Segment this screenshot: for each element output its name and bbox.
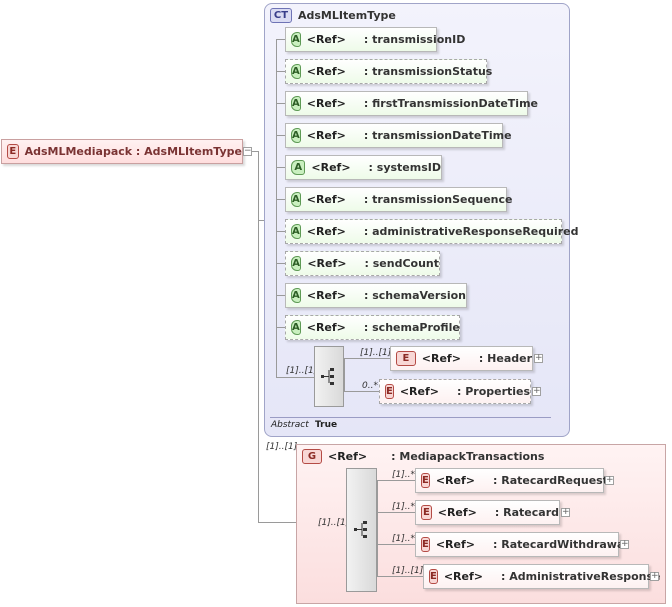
ref-label: <Ref> bbox=[306, 225, 346, 238]
child-cardinality: [1]..* bbox=[392, 470, 415, 480]
element-properties[interactable]: E <Ref> : Properties bbox=[379, 379, 531, 404]
attribute-7[interactable]: A <Ref> : sendCount bbox=[285, 251, 440, 276]
attribute-icon: A bbox=[291, 128, 301, 143]
ref-label: <Ref> bbox=[437, 506, 477, 519]
attribute-icon: A bbox=[291, 64, 301, 79]
attribute-0[interactable]: A <Ref> : transmissionID bbox=[285, 27, 465, 52]
ref-label: <Ref> bbox=[306, 321, 346, 334]
sequence-icon bbox=[354, 521, 367, 538]
expand-icon[interactable]: + bbox=[561, 507, 570, 517]
properties-divider bbox=[270, 417, 551, 418]
attribute-2[interactable]: A <Ref> : firstTransmissionDateTime bbox=[285, 91, 538, 116]
element-icon: E bbox=[421, 505, 432, 520]
attribute-6[interactable]: A <Ref> : administrativeResponseRequired bbox=[285, 219, 579, 244]
element-name: : Properties bbox=[457, 385, 531, 398]
child-cardinality: [1]..* bbox=[392, 502, 415, 512]
attribute-icon: A bbox=[291, 224, 301, 239]
attribute-name: : schemaVersion bbox=[364, 289, 466, 302]
element-icon: E bbox=[421, 537, 430, 552]
group-sequence-compositor[interactable] bbox=[346, 468, 377, 592]
ref-label: <Ref> bbox=[421, 352, 461, 365]
ref-label: <Ref> bbox=[443, 570, 483, 583]
attribute-icon: A bbox=[291, 320, 301, 335]
group-element-1[interactable]: E <Ref> : Ratecard bbox=[415, 500, 560, 525]
element-name: : Ratecard bbox=[494, 506, 559, 519]
element-name: : RatecardWithdrawal bbox=[493, 538, 629, 551]
ref-label: <Ref> bbox=[328, 450, 368, 463]
properties-cardinality: 0..* bbox=[362, 381, 378, 391]
expand-icon[interactable]: + bbox=[605, 475, 614, 485]
ref-label: <Ref> bbox=[311, 161, 351, 174]
header-cardinality: [1]..[1] bbox=[360, 348, 392, 358]
collapse-icon[interactable]: − bbox=[243, 146, 252, 156]
ref-label: <Ref> bbox=[306, 289, 347, 302]
abstract-value: True bbox=[315, 420, 338, 430]
element-icon: E bbox=[429, 569, 438, 584]
child-cardinality: [1]..* bbox=[392, 534, 415, 544]
attribute-5[interactable]: A <Ref> : transmissionSequence bbox=[285, 187, 512, 212]
attribute-name: : transmissionID bbox=[363, 33, 466, 46]
sequence-compositor[interactable] bbox=[314, 346, 344, 407]
ref-label: <Ref> bbox=[435, 474, 475, 487]
ref-label: <Ref> bbox=[306, 193, 346, 206]
group-sequence-cardinality: [1]..[1] bbox=[318, 518, 350, 528]
attribute-icon: A bbox=[291, 288, 301, 303]
attribute-1[interactable]: A <Ref> : transmissionStatus bbox=[285, 59, 492, 84]
element-icon: E bbox=[7, 144, 19, 159]
attribute-name: : administrativeResponseRequired bbox=[363, 225, 579, 238]
attribute-4[interactable]: A <Ref> : systemsID bbox=[285, 155, 442, 180]
element-header[interactable]: E <Ref> : Header bbox=[390, 346, 533, 371]
attribute-name: : transmissionDateTime bbox=[363, 129, 512, 142]
group-element-2[interactable]: E <Ref> : RatecardWithdrawal bbox=[415, 532, 628, 557]
attribute-name: : schemaProfile bbox=[363, 321, 460, 334]
expand-icon[interactable]: + bbox=[650, 571, 659, 581]
ref-label: <Ref> bbox=[306, 65, 346, 78]
sequence-cardinality: [1]..[1] bbox=[286, 366, 318, 376]
ref-label: <Ref> bbox=[306, 33, 346, 46]
child-cardinality: [1]..[1] bbox=[392, 566, 424, 576]
complex-type-title: AdsMLItemType bbox=[298, 9, 396, 22]
attribute-8[interactable]: A <Ref> : schemaVersion bbox=[285, 283, 467, 308]
expand-icon[interactable]: + bbox=[534, 353, 543, 363]
sequence-icon bbox=[321, 368, 334, 385]
element-name: : AdministrativeResponse bbox=[501, 570, 661, 583]
attribute-icon: A bbox=[291, 160, 306, 175]
attribute-3[interactable]: A <Ref> : transmissionDateTime bbox=[285, 123, 512, 148]
group-cardinality: [1]..[1] bbox=[266, 442, 298, 452]
attribute-name: : transmissionSequence bbox=[363, 193, 513, 206]
abstract-label: Abstract bbox=[271, 420, 309, 430]
group-name: : MediapackTransactions bbox=[391, 450, 545, 463]
expand-icon[interactable]: + bbox=[620, 539, 629, 549]
group-element-3[interactable]: E <Ref> : AdministrativeResponse bbox=[423, 564, 661, 589]
root-element-label: AdsMLMediapack : AdsMLItemType bbox=[24, 145, 242, 158]
ref-label: <Ref> bbox=[307, 257, 347, 270]
attribute-icon: A bbox=[291, 32, 301, 47]
group-element-0[interactable]: E <Ref> : RatecardRequest bbox=[415, 468, 608, 493]
attribute-name: : sendCount bbox=[364, 257, 440, 270]
complex-type-icon: CT bbox=[270, 8, 292, 23]
attribute-name: : transmissionStatus bbox=[363, 65, 493, 78]
ref-label: <Ref> bbox=[435, 538, 475, 551]
group-icon: G bbox=[302, 449, 322, 464]
ref-label: <Ref> bbox=[306, 129, 346, 142]
expand-icon[interactable]: + bbox=[532, 386, 541, 396]
attribute-name: : firstTransmissionDateTime bbox=[363, 97, 538, 110]
ref-label: <Ref> bbox=[399, 385, 439, 398]
root-element-adsmlmediapack[interactable]: E AdsMLMediapack : AdsMLItemType bbox=[1, 139, 243, 164]
element-icon: E bbox=[396, 351, 416, 366]
attribute-name: : systemsID bbox=[368, 161, 441, 174]
attribute-icon: A bbox=[291, 256, 302, 271]
element-icon: E bbox=[385, 384, 394, 399]
element-name: : RatecardRequest bbox=[493, 474, 608, 487]
attribute-icon: A bbox=[291, 96, 301, 111]
attribute-icon: A bbox=[291, 192, 301, 207]
attribute-9[interactable]: A <Ref> : schemaProfile bbox=[285, 315, 460, 340]
element-icon: E bbox=[421, 473, 430, 488]
element-name: : Header bbox=[478, 352, 532, 365]
ref-label: <Ref> bbox=[306, 97, 346, 110]
